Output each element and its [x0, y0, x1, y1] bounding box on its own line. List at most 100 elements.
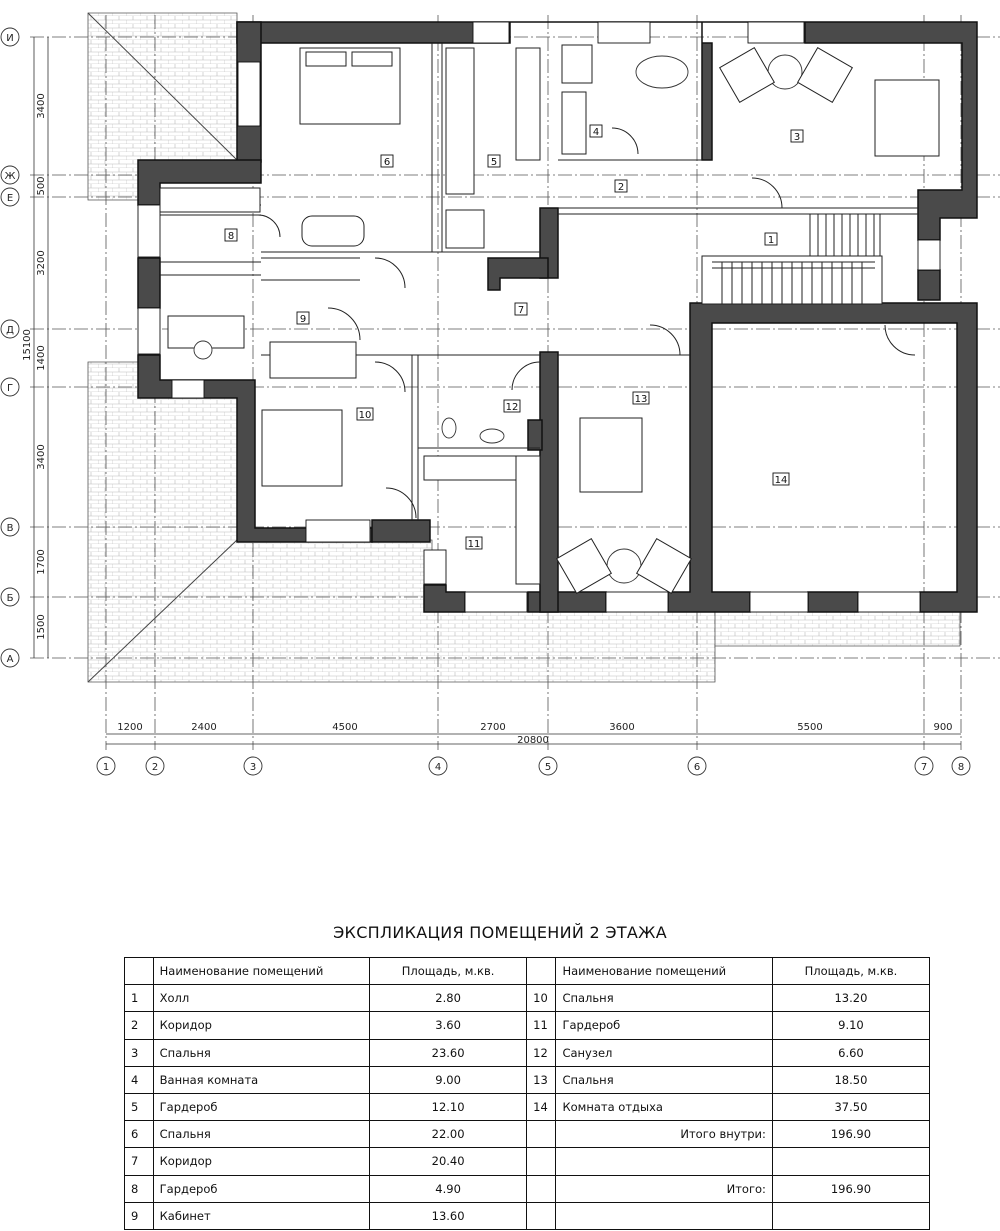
room-area: 13.20 [771, 984, 931, 1013]
room-number: 12 [506, 402, 519, 413]
total-inside-label: Итого внутри: [555, 1120, 773, 1149]
axis-label: И [6, 33, 13, 44]
room-name: Комната отдыха [555, 1092, 773, 1122]
dimension-label: 1400 [36, 345, 47, 370]
room-area: 37.50 [771, 1092, 931, 1122]
axis-label: Б [7, 593, 14, 604]
room-name: Спальня [152, 1120, 371, 1149]
total-value: 196.90 [771, 1174, 931, 1203]
axis-label: 6 [694, 762, 700, 773]
room-num: 11 [526, 1011, 557, 1040]
room-name: Спальня [152, 1038, 371, 1067]
floor-plan: 1 2 3 4 5 6 7 8 9 10 11 12 13 14 И Ж Е Д… [0, 12, 1000, 776]
table-row: 1 Холл 2.80 10 Спальня 13.20 [124, 984, 931, 1013]
room-name: Коридор [152, 1011, 371, 1040]
room-number: 11 [468, 539, 481, 550]
room-number: 3 [794, 132, 800, 143]
empty-cell [555, 1147, 773, 1176]
room-number: 8 [228, 231, 234, 242]
room-num: 9 [124, 1201, 154, 1231]
room-name: Санузел [555, 1038, 773, 1067]
room-number: 6 [384, 157, 390, 168]
dimension-label: 1500 [36, 614, 47, 639]
room-area: 12.10 [369, 1092, 528, 1122]
axis-label: 2 [152, 762, 158, 773]
room-num: 14 [526, 1092, 557, 1122]
axis-label: А [7, 654, 14, 665]
room-name: Холл [152, 984, 371, 1013]
room-number: 2 [618, 182, 624, 193]
room-name: Коридор [152, 1147, 371, 1176]
axis-label: Д [6, 325, 14, 336]
room-name: Гардероб [152, 1092, 371, 1122]
room-num: 12 [526, 1038, 557, 1067]
dimension-label: 500 [36, 176, 47, 195]
table-row: 9 Кабинет 13.60 [124, 1201, 931, 1231]
room-area: 22.00 [369, 1120, 528, 1149]
windows [137, 21, 941, 613]
furniture [159, 44, 940, 595]
axis-label: 8 [958, 762, 964, 773]
table-row: 8 Гардероб 4.90 Итого: 196.90 [124, 1174, 931, 1203]
room-area: 20.40 [369, 1147, 528, 1176]
dimension-label: 2700 [480, 722, 505, 733]
room-num: 6 [124, 1120, 154, 1149]
room-area: 6.60 [771, 1038, 931, 1067]
room-number: 9 [300, 314, 306, 325]
total-label: Итого: [555, 1174, 773, 1203]
room-area: 9.00 [369, 1065, 528, 1094]
table-row: 3 Спальня 23.60 12 Санузел 6.60 [124, 1038, 931, 1067]
axis-label: Г [7, 383, 13, 394]
explication-table: Наименование помещений Площадь, м.кв. На… [124, 956, 931, 1231]
room-num: 10 [526, 984, 557, 1013]
left-axis-markers: И Ж Е Д Г В Б А 3400 500 3200 1400 15100… [0, 27, 49, 668]
empty-cell [526, 1147, 557, 1176]
room-name: Кабинет [152, 1201, 371, 1231]
room-area: 18.50 [771, 1065, 931, 1094]
room-num: 8 [124, 1174, 154, 1203]
room-name: Спальня [555, 984, 773, 1013]
room-num: 3 [124, 1038, 154, 1067]
header-area: Площадь, м.кв. [369, 956, 528, 986]
dimension-label: 900 [933, 722, 952, 733]
room-name: Спальня [555, 1065, 773, 1094]
dimension-label: 15100 [22, 329, 33, 361]
header-name: Наименование помещений [555, 956, 773, 986]
room-name: Гардероб [555, 1011, 773, 1040]
partitions [160, 43, 918, 520]
room-number: 7 [518, 305, 524, 316]
room-labels: 1 2 3 4 5 6 7 8 9 10 11 12 13 14 [224, 124, 804, 550]
room-area: 2.80 [369, 984, 528, 1013]
room-number: 10 [359, 410, 372, 421]
empty-cell [555, 1201, 773, 1231]
dimension-label: 3400 [36, 444, 47, 469]
dimension-label: 3600 [609, 722, 634, 733]
axis-label: 4 [435, 762, 441, 773]
axis-label: Е [7, 193, 13, 204]
room-area: 13.60 [369, 1201, 528, 1231]
room-number: 14 [775, 475, 788, 486]
table-row: 5 Гардероб 12.10 14 Комната отдыха 37.50 [124, 1092, 931, 1122]
room-num: 2 [124, 1011, 154, 1040]
room-area: 23.60 [369, 1038, 528, 1067]
total-inside-value: 196.90 [771, 1120, 931, 1149]
axis-label: 5 [545, 762, 551, 773]
room-area: 9.10 [771, 1011, 931, 1040]
dimension-label: 4500 [332, 722, 357, 733]
room-area: 3.60 [369, 1011, 528, 1040]
room-number: 13 [635, 394, 648, 405]
room-num: 13 [526, 1065, 557, 1094]
room-area: 4.90 [369, 1174, 528, 1203]
room-num: 5 [124, 1092, 154, 1122]
table-row: 4 Ванная комната 9.00 13 Спальня 18.50 [124, 1065, 931, 1094]
table-header-row: Наименование помещений Площадь, м.кв. На… [124, 956, 931, 986]
header-area: Площадь, м.кв. [771, 956, 931, 986]
doors [257, 127, 916, 519]
room-num: 7 [124, 1147, 154, 1176]
empty-cell [526, 1201, 557, 1231]
dimension-label: 1700 [36, 549, 47, 574]
room-number: 1 [768, 235, 774, 246]
table-row: 6 Спальня 22.00 Итого внутри: 196.90 [124, 1120, 931, 1149]
axis-label: 1 [103, 762, 109, 773]
axis-label: В [7, 523, 14, 534]
